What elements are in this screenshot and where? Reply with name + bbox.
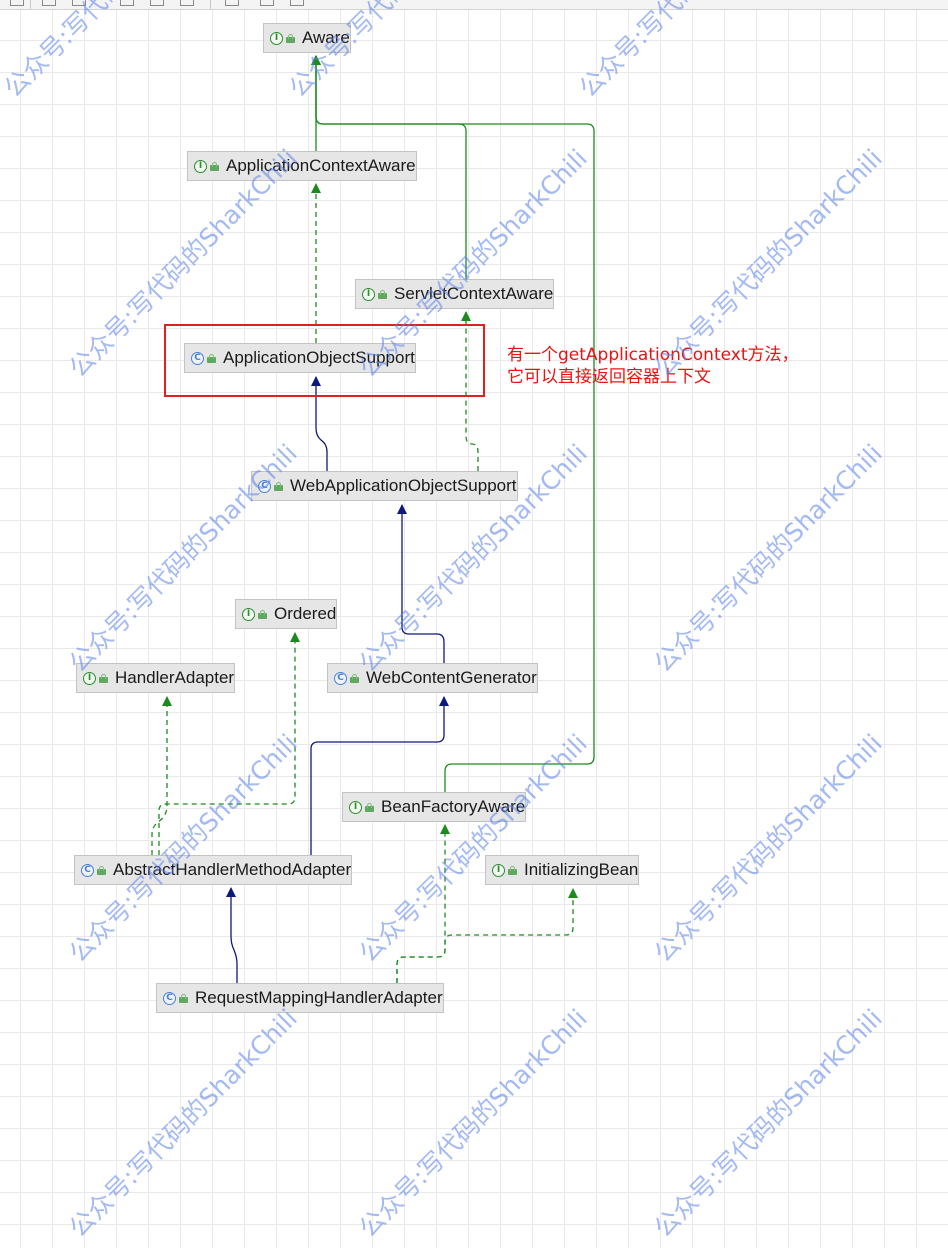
public-access-icon: [258, 609, 267, 619]
class-icon: C: [163, 991, 176, 1005]
node-label: ApplicationContextAware: [226, 156, 416, 175]
class-icon: C: [191, 351, 204, 365]
public-access-icon: [99, 673, 108, 683]
edge-requestmappinghandleradapter-to-initializingbean: [396, 888, 578, 983]
node-label: Ordered: [274, 604, 337, 623]
annotation-line-1: 有一个getApplicationContext方法，: [507, 345, 799, 365]
node-applicationobjectsupport[interactable]: C ApplicationObjectSupport: [184, 343, 416, 373]
interface-icon: I: [349, 800, 362, 814]
public-access-icon: [378, 289, 387, 299]
toolbar-icon[interactable]: [290, 0, 304, 6]
highlight-box: [164, 324, 485, 397]
edge-webapplicationobjectsupport-to-servletcontextaware: [461, 311, 479, 471]
toolbar-icon[interactable]: [150, 0, 164, 6]
node-applicationcontextaware[interactable]: I ApplicationContextAware: [187, 151, 417, 181]
edge-abstracthandlermethodadapter-to-ordered: [158, 632, 300, 855]
node-label: WebApplicationObjectSupport: [290, 476, 517, 495]
node-label: ApplicationObjectSupport: [223, 348, 415, 367]
node-label: WebContentGenerator: [366, 668, 537, 687]
edge-requestmappinghandleradapter-to-abstracthandlermethodadapter: [226, 887, 238, 983]
class-icon: C: [258, 479, 271, 493]
node-label: Aware: [302, 28, 350, 47]
toolbar-separator: [30, 0, 31, 9]
interface-icon: I: [83, 671, 96, 685]
annotation-line-2: 它可以直接返回容器上下文: [507, 367, 711, 387]
public-access-icon: [179, 993, 188, 1003]
edge-requestmappinghandleradapter-to-beanfactoryaware: [396, 824, 450, 983]
toolbar-icon[interactable]: [260, 0, 274, 6]
edge-webcontentgenerator-to-webapplicationobjectsupport: [397, 504, 445, 663]
node-abstracthandlermethodadapter[interactable]: C AbstractHandlerMethodAdapter: [74, 855, 353, 885]
toolbar-separator: [210, 0, 211, 9]
public-access-icon: [97, 865, 106, 875]
interface-icon: I: [492, 863, 505, 877]
public-access-icon: [508, 865, 517, 875]
public-access-icon: [286, 33, 295, 43]
node-servletcontextaware[interactable]: I ServletContextAware: [355, 279, 555, 309]
node-label: InitializingBean: [524, 860, 639, 879]
public-access-icon: [350, 673, 359, 683]
edge-webapplicationobjectsupport-to-applicationobjectsupport: [311, 376, 328, 471]
node-webcontentgenerator[interactable]: C WebContentGenerator: [327, 663, 538, 693]
node-beanfactoryaware[interactable]: I BeanFactoryAware: [342, 792, 527, 822]
node-requestmappinghandleradapter[interactable]: C RequestMappingHandlerAdapter: [156, 983, 444, 1013]
node-ordered[interactable]: I Ordered: [235, 599, 338, 629]
toolbar-icon[interactable]: [120, 0, 134, 6]
interface-icon: I: [194, 159, 207, 173]
interface-icon: I: [242, 607, 255, 621]
edge-abstracthandlermethodadapter-to-handleradapter: [151, 696, 172, 855]
edge-abstracthandlermethodadapter-to-webcontentgenerator: [310, 696, 449, 855]
node-initializingbean[interactable]: I InitializingBean: [485, 855, 640, 885]
toolbar-icon[interactable]: [10, 0, 24, 6]
node-label: ServletContextAware: [394, 284, 554, 303]
toolbar-icon[interactable]: [72, 0, 86, 6]
annotation-note: 有一个getApplicationContext方法， 它可以直接返回容器上下文: [507, 344, 799, 388]
class-icon: C: [81, 863, 94, 877]
public-access-icon: [210, 161, 219, 171]
public-access-icon: [365, 802, 374, 812]
node-label: RequestMappingHandlerAdapter: [195, 988, 443, 1007]
node-webapplicationobjectsupport[interactable]: C WebApplicationObjectSupport: [251, 471, 518, 501]
interface-icon: I: [362, 287, 375, 301]
toolbar-icon[interactable]: [42, 0, 56, 6]
toolbar: [0, 0, 948, 10]
toolbar-icon[interactable]: [225, 0, 239, 6]
public-access-icon: [274, 481, 283, 491]
toolbar-icon[interactable]: [180, 0, 194, 6]
public-access-icon: [207, 353, 216, 363]
node-label: HandlerAdapter: [115, 668, 235, 687]
node-aware[interactable]: I Aware: [263, 23, 351, 53]
node-handleradapter[interactable]: I HandlerAdapter: [76, 663, 236, 693]
node-label: AbstractHandlerMethodAdapter: [113, 860, 352, 879]
hierarchy-edges: [151, 55, 595, 983]
edge-beanfactoryaware-to-aware: [311, 55, 595, 792]
interface-icon: I: [270, 31, 283, 45]
class-icon: C: [334, 671, 347, 685]
node-label: BeanFactoryAware: [381, 797, 526, 816]
